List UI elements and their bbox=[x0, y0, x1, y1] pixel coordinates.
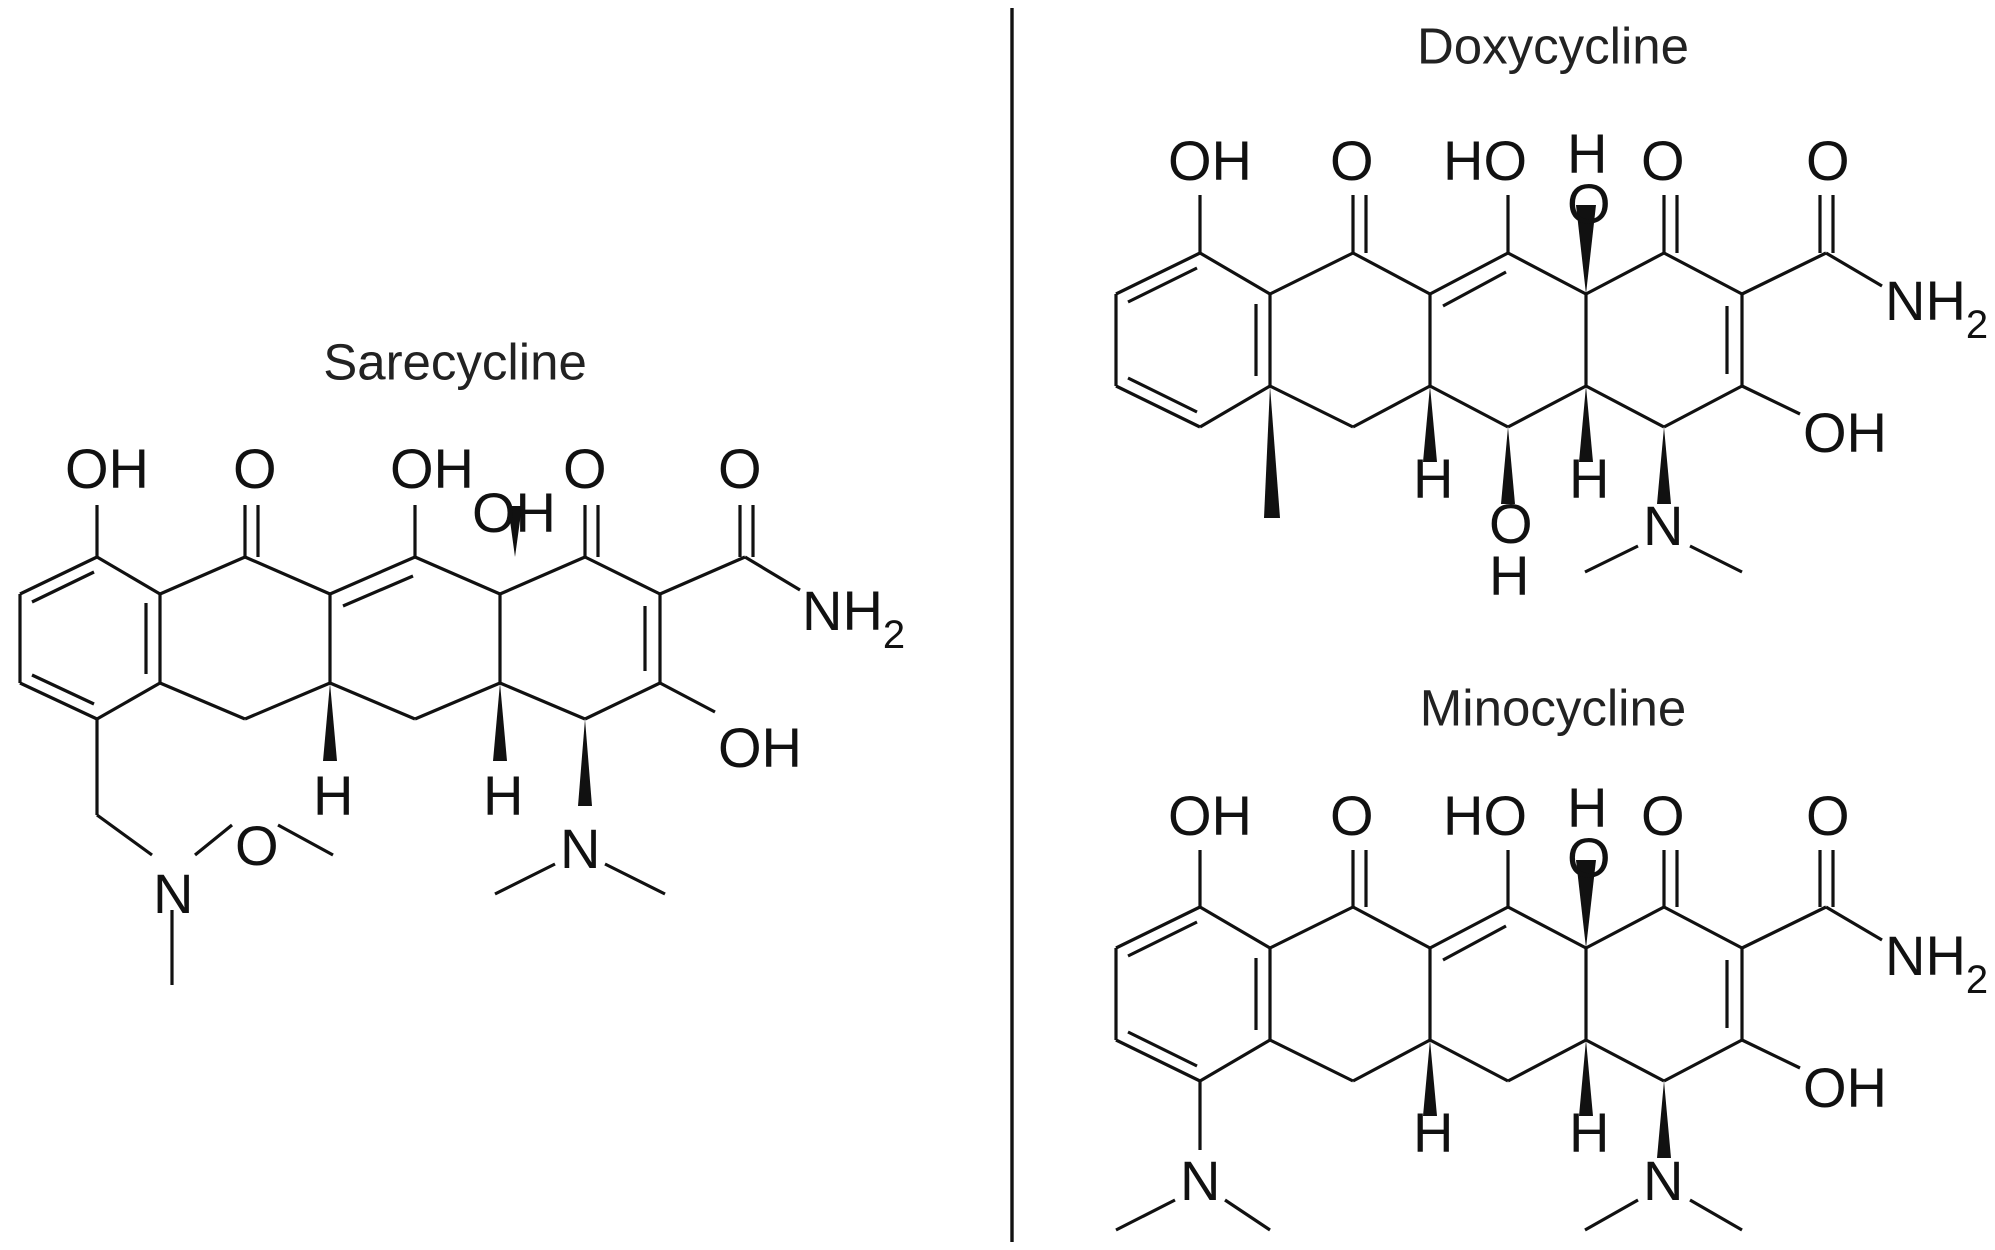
sarecycline-bonds bbox=[18, 505, 801, 985]
doxycycline-name: Doxycycline bbox=[1417, 17, 1689, 74]
atom-label: O bbox=[1330, 784, 1374, 847]
atom-label: H bbox=[1567, 122, 1607, 185]
atom-label: H bbox=[1569, 447, 1609, 510]
atom-label: OH bbox=[1803, 401, 1887, 464]
atom-label: OH bbox=[390, 437, 474, 500]
atom-label: OH bbox=[718, 716, 802, 779]
atom-label: OH bbox=[1168, 784, 1252, 847]
atom-label: NH2 bbox=[1885, 269, 1988, 347]
atom-label: O bbox=[1806, 784, 1850, 847]
atom-label: H bbox=[1413, 447, 1453, 510]
atom-label: OH bbox=[1168, 129, 1252, 192]
atom-label: NH2 bbox=[1885, 924, 1988, 1002]
minocycline-labels: OH O HO H O O O NH2 OH H H N N bbox=[1168, 776, 1988, 1212]
minocycline-name: Minocycline bbox=[1420, 679, 1686, 736]
atom-label: N bbox=[1180, 1149, 1220, 1212]
atom-label: O bbox=[1641, 784, 1685, 847]
atom-label: N bbox=[1643, 494, 1683, 557]
atom-label: OH bbox=[65, 437, 149, 500]
atom-label: O bbox=[718, 437, 762, 500]
doxycycline-bonds bbox=[1114, 195, 1883, 574]
atom-label: NH2 bbox=[802, 579, 905, 657]
atom-label: OH bbox=[472, 481, 556, 544]
atom-label: O bbox=[1806, 129, 1850, 192]
atom-label: H bbox=[1567, 776, 1607, 839]
atom-label: N bbox=[1643, 1149, 1683, 1212]
atom-label: O bbox=[1567, 826, 1611, 889]
atom-label: O bbox=[235, 814, 279, 877]
atom-label: N bbox=[153, 862, 193, 925]
minocycline-wedges bbox=[1423, 860, 1671, 1158]
atom-label: O bbox=[563, 437, 607, 500]
atom-label: H bbox=[313, 764, 353, 827]
doxycycline-labels: OH O HO H O O O NH2 OH H H O H N bbox=[1168, 122, 1988, 607]
doxycycline-wedges bbox=[1264, 205, 1671, 518]
atom-label: O bbox=[1330, 129, 1374, 192]
atom-label: HO bbox=[1443, 784, 1527, 847]
atom-label: H bbox=[1489, 544, 1529, 607]
atom-label: H bbox=[1413, 1101, 1453, 1164]
minocycline-bonds bbox=[1114, 850, 1883, 1232]
atom-label: O bbox=[1489, 492, 1533, 555]
atom-label: H bbox=[483, 764, 523, 827]
atom-label: HO bbox=[1443, 129, 1527, 192]
sarecycline-wedges bbox=[323, 506, 592, 806]
atom-label: OH bbox=[1803, 1056, 1887, 1119]
atom-label: H bbox=[1569, 1101, 1609, 1164]
atom-label: O bbox=[1641, 129, 1685, 192]
atom-label: O bbox=[1567, 172, 1611, 235]
atom-label: N bbox=[560, 817, 600, 880]
sarecycline-name: Sarecycline bbox=[323, 333, 587, 390]
doxycycline-structure: Doxycycline bbox=[1114, 17, 1988, 607]
minocycline-structure: Minocycline bbox=[1114, 679, 1988, 1232]
sarecycline-labels: OH O OH OH O O NH2 OH H H N N O bbox=[65, 437, 905, 925]
atom-label: O bbox=[233, 437, 277, 500]
sarecycline-structure: Sarecycline bbox=[18, 333, 905, 985]
